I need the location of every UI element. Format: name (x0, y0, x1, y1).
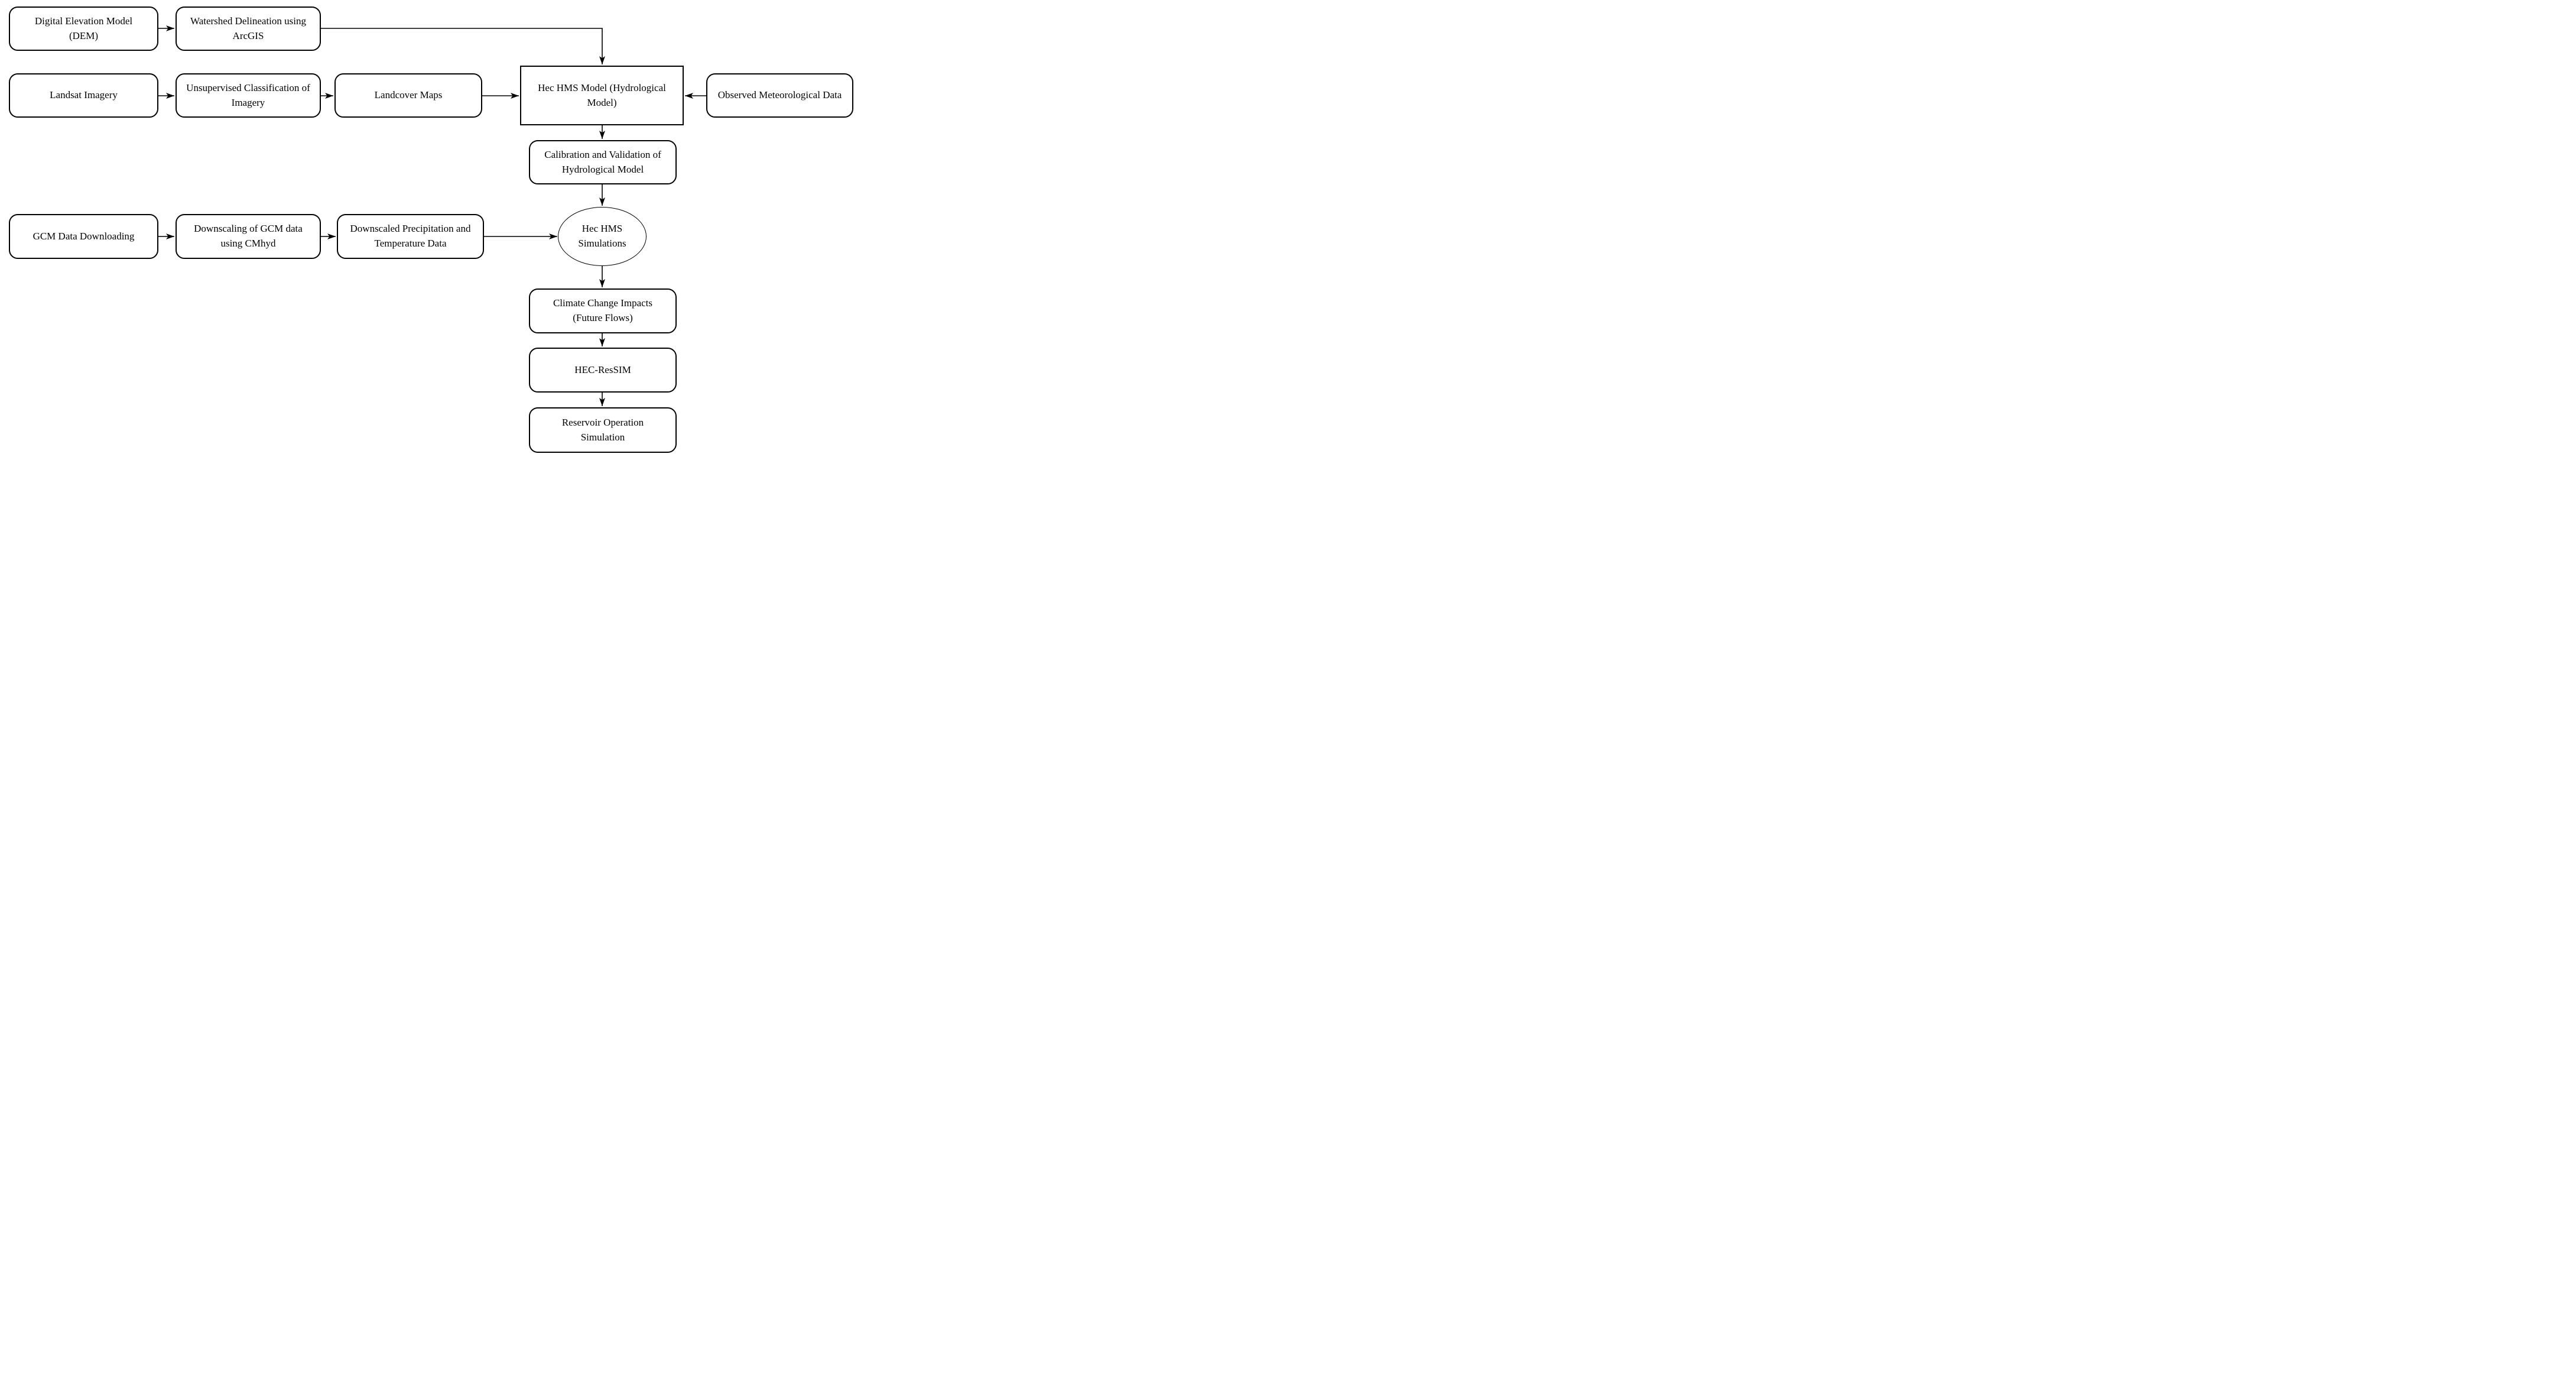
node-watershed-delineation: Watershed Delineation using ArcGIS (176, 7, 321, 51)
node-hechms-simulations: Hec HMS Simulations (558, 207, 647, 266)
node-label: Watershed Delineation using ArcGIS (190, 15, 306, 41)
node-label: Calibration and Validation of Hydrologic… (544, 148, 661, 175)
node-gcm-data-downloading: GCM Data Downloading (9, 214, 158, 259)
edge-layer (158, 25, 706, 406)
node-label: Landcover Maps (374, 89, 443, 101)
arrow-watershed-to-hechms-model (321, 28, 605, 64)
node-label: Unsupervised Classification of Imagery (186, 82, 310, 108)
node-downscaling-gcm: Downscaling of GCM data using CMhyd (176, 214, 321, 259)
node-label: Downscaled Precipitation and Temperature… (350, 223, 471, 249)
node-label: Hec HMS Model (Hydrological Model) (538, 82, 666, 108)
node-reservoir-operation-simulation: Reservoir Operation Simulation (529, 407, 677, 453)
node-label: Observed Meteorological Data (717, 89, 842, 101)
node-unsupervised-classification: Unsupervised Classification of Imagery (176, 73, 321, 118)
node-label: Downscaling of GCM data using CMhyd (194, 223, 303, 249)
node-digital-elevation-model: Digital Elevation Model (DEM) (9, 7, 158, 51)
node-calibration-validation: Calibration and Validation of Hydrologic… (529, 140, 677, 184)
node-hec-ressim: HEC-ResSIM (529, 348, 677, 393)
node-landcover-maps: Landcover Maps (334, 73, 482, 118)
node-hechms-model: Hec HMS Model (Hydrological Model) (520, 66, 684, 125)
node-landsat-imagery: Landsat Imagery (9, 73, 158, 118)
node-label: Hec HMS Simulations (578, 223, 626, 249)
node-label: Reservoir Operation Simulation (561, 416, 644, 443)
node-downscaled-precip-temp: Downscaled Precipitation and Temperature… (337, 214, 484, 259)
node-climate-change-impacts: Climate Change Impacts (Future Flows) (529, 288, 677, 333)
node-label: Landsat Imagery (50, 89, 118, 101)
node-label: GCM Data Downloading (33, 230, 135, 242)
node-label: HEC-ResSIM (574, 364, 631, 375)
flowchart-canvas: Digital Elevation Model (DEM) Watershed … (0, 0, 859, 459)
node-label: Digital Elevation Model (DEM) (34, 15, 133, 41)
node-label: Climate Change Impacts (Future Flows) (553, 297, 653, 323)
node-observed-meteorological-data: Observed Meteorological Data (706, 73, 853, 118)
